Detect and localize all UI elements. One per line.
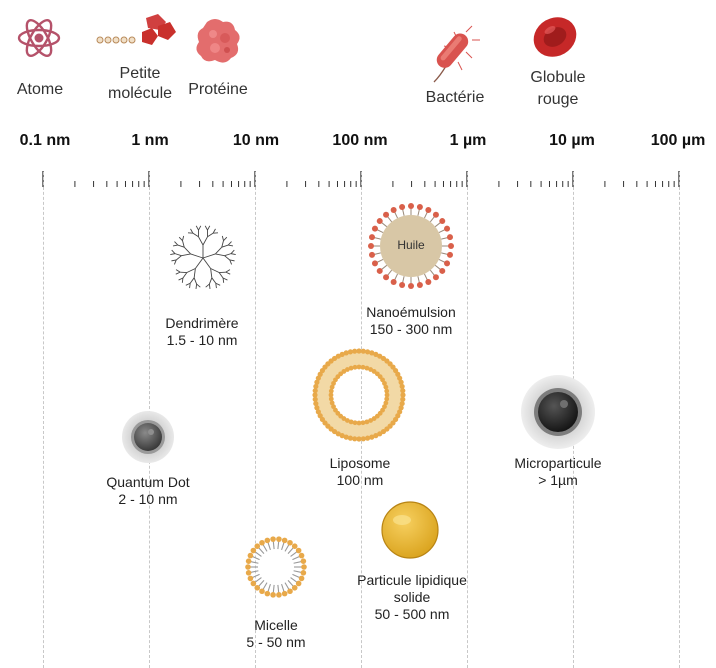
reference-label-globule-rouge-line2: rouge — [518, 90, 598, 110]
liposome-illustration — [312, 348, 406, 442]
scale-label-1nm: 1 nm — [110, 132, 190, 150]
reference-label-bacterie: Bactérie — [415, 88, 495, 108]
scale-label-0.1nm: 0.1 nm — [5, 132, 85, 150]
quantum-dot-range: 2 - 10 nm — [88, 491, 208, 508]
liposome-name: Liposome — [300, 455, 420, 472]
solid-lipid-particle-name-line2: solide — [348, 589, 476, 606]
micelle-range: 5 - 50 nm — [216, 634, 336, 651]
micelle-name: Micelle — [216, 617, 336, 634]
nanoemulsion-range: 150 - 300 nm — [351, 321, 471, 338]
solid-lipid-particle-name-line1: Particule lipidique — [348, 572, 476, 589]
scale-label-10um: 10 µm — [532, 132, 612, 150]
atom-icon — [15, 14, 63, 62]
reference-label-petite-molecule-line2: molécule — [100, 84, 180, 104]
scale-label-100um: 100 µm — [638, 132, 716, 150]
bacterium-icon — [432, 18, 484, 86]
dendrimere-name: Dendrimère — [142, 315, 262, 332]
nanoemulsion-name: Nanoémulsion — [351, 304, 471, 321]
micelle-illustration — [244, 535, 308, 599]
dendrimere-range: 1.5 - 10 nm — [142, 332, 262, 349]
oil-core-label: Huile — [386, 238, 436, 252]
reference-label-atome: Atome — [5, 80, 75, 100]
solid-lipid-particle-illustration — [380, 500, 440, 560]
microparticle-range: > 1µm — [498, 472, 618, 489]
quantum-dot-illustration — [121, 410, 175, 464]
reference-label-globule-rouge-line1: Globule — [518, 68, 598, 88]
microparticle-illustration — [520, 374, 596, 450]
guide-line-0.1nm — [43, 172, 44, 668]
quantum-dot-name: Quantum Dot — [88, 474, 208, 491]
scale-label-100nm: 100 nm — [320, 132, 400, 150]
protein-icon — [193, 16, 243, 66]
dendrimer-illustration — [157, 212, 249, 304]
red-blood-cell-icon — [530, 14, 580, 60]
log-scale-ruler — [0, 165, 716, 195]
solid-lipid-particle-range: 50 - 500 nm — [348, 606, 476, 623]
reference-label-petite-molecule-line1: Petite — [100, 64, 180, 84]
scale-label-10nm: 10 nm — [216, 132, 296, 150]
reference-label-proteine: Protéine — [180, 80, 256, 100]
microparticle-name: Microparticule — [498, 455, 618, 472]
molecule-icon — [96, 12, 178, 56]
liposome-range: 100 nm — [300, 472, 420, 489]
guide-line-100um — [679, 172, 680, 668]
scale-label-1um: 1 µm — [428, 132, 508, 150]
